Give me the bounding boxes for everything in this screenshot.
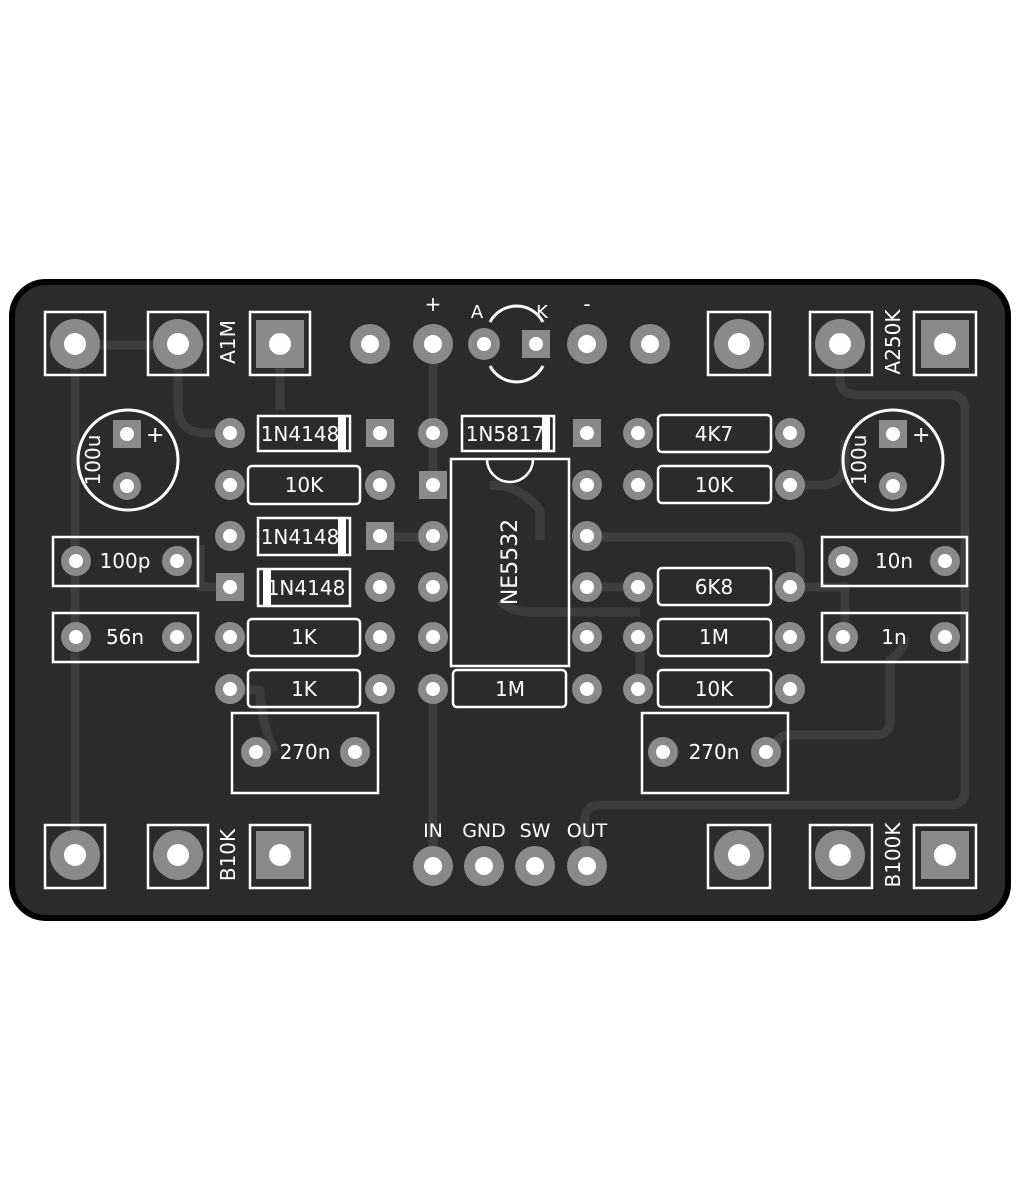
pot-a1m-label: A1M bbox=[216, 320, 240, 364]
cap-1n: 1n bbox=[820, 611, 969, 664]
cap-1n-label: 1n bbox=[881, 625, 906, 649]
cap-100p-label: 100p bbox=[100, 549, 151, 573]
cap-270n-left-label: 270n bbox=[280, 740, 331, 764]
resistor-1m-center: 1M bbox=[418, 668, 602, 709]
pot-a250k: A250K bbox=[706, 309, 978, 377]
diode-d1-label: 1N4148 bbox=[261, 422, 340, 446]
cap-100u-left: 100u + bbox=[76, 408, 180, 512]
resistor-10k-bottom-label: 10K bbox=[695, 677, 734, 701]
diode-d2-label: 1N5817 bbox=[466, 422, 545, 446]
cap-10n-label: 10n bbox=[875, 549, 913, 573]
resistor-6k8-label: 6K8 bbox=[695, 575, 734, 599]
cap-270n-right: 270n bbox=[640, 711, 790, 795]
resistor-4k7: 4K7 bbox=[623, 413, 805, 454]
pot-b100k: B100K bbox=[706, 822, 978, 890]
pot-a1m: A1M bbox=[43, 310, 312, 377]
cap-270n-right-label: 270n bbox=[689, 740, 740, 764]
led-cathode-label: K bbox=[536, 302, 549, 323]
ic-label: NE5532 bbox=[498, 519, 523, 605]
resistor-10k-left-label: 10K bbox=[285, 473, 324, 497]
diode-d2: 1N5817 bbox=[418, 414, 601, 453]
io-label-gnd: GND bbox=[462, 820, 506, 842]
power-minus-label: - bbox=[583, 292, 590, 316]
io-header: IN GND SW OUT bbox=[413, 820, 608, 886]
svg-text:100u: 100u bbox=[847, 435, 871, 486]
resistor-1k-b: 1K bbox=[215, 668, 395, 709]
diode-d1: 1N4148 bbox=[215, 414, 394, 453]
cap-100p: 100p bbox=[51, 535, 200, 588]
cap-270n-left: 270n bbox=[230, 711, 380, 795]
cap-10n: 10n bbox=[820, 535, 969, 588]
power-plus-label: + bbox=[425, 292, 442, 316]
diode-d3-label: 1N4148 bbox=[261, 525, 340, 549]
resistor-10k-left: 10K bbox=[215, 464, 395, 506]
cap-100u-left-label: 100u bbox=[81, 435, 105, 486]
io-label-in: IN bbox=[423, 820, 443, 842]
power-header: + - bbox=[350, 292, 670, 364]
svg-text:100u: 100u bbox=[81, 435, 105, 486]
resistor-6k8: 6K8 bbox=[623, 566, 805, 607]
pot-a250k-label: A250K bbox=[881, 309, 905, 375]
ic-ne5532: NE5532 bbox=[418, 457, 602, 668]
resistor-1k-a: 1K bbox=[215, 617, 395, 658]
pot-b10k-label: B10K bbox=[216, 828, 240, 881]
pot-b10k: B10K bbox=[43, 823, 312, 890]
io-label-sw: SW bbox=[520, 820, 551, 842]
cap-100u-left-polarity: + bbox=[146, 423, 164, 448]
diode-d3: 1N4148 bbox=[215, 516, 394, 557]
cap-56n: 56n bbox=[51, 611, 200, 664]
resistor-10k-right-label: 10K bbox=[695, 473, 734, 497]
resistor-10k-bottom: 10K bbox=[623, 668, 805, 709]
resistor-1k-b-label: 1K bbox=[291, 677, 318, 701]
cap-100u-right: 100u + bbox=[841, 408, 945, 512]
resistor-1k-a-label: 1K bbox=[291, 625, 318, 649]
diode-d4: 1N4148 bbox=[216, 567, 395, 608]
cap-100u-right-label: 100u bbox=[847, 435, 871, 486]
resistor-1m-center-label: 1M bbox=[495, 677, 525, 701]
resistor-10k-right: 10K bbox=[623, 464, 805, 505]
io-label-out: OUT bbox=[567, 820, 608, 842]
diode-d4-label: 1N4148 bbox=[267, 576, 346, 600]
pot-b100k-label: B100K bbox=[881, 822, 905, 888]
led-anode-label: A bbox=[471, 302, 484, 323]
resistor-4k7-label: 4K7 bbox=[695, 422, 734, 446]
resistor-1m-right-label: 1M bbox=[699, 625, 729, 649]
cap-56n-label: 56n bbox=[106, 625, 144, 649]
led: A K bbox=[468, 302, 550, 384]
resistor-1m-right: 1M bbox=[623, 617, 805, 658]
cap-100u-right-polarity: + bbox=[912, 423, 930, 448]
